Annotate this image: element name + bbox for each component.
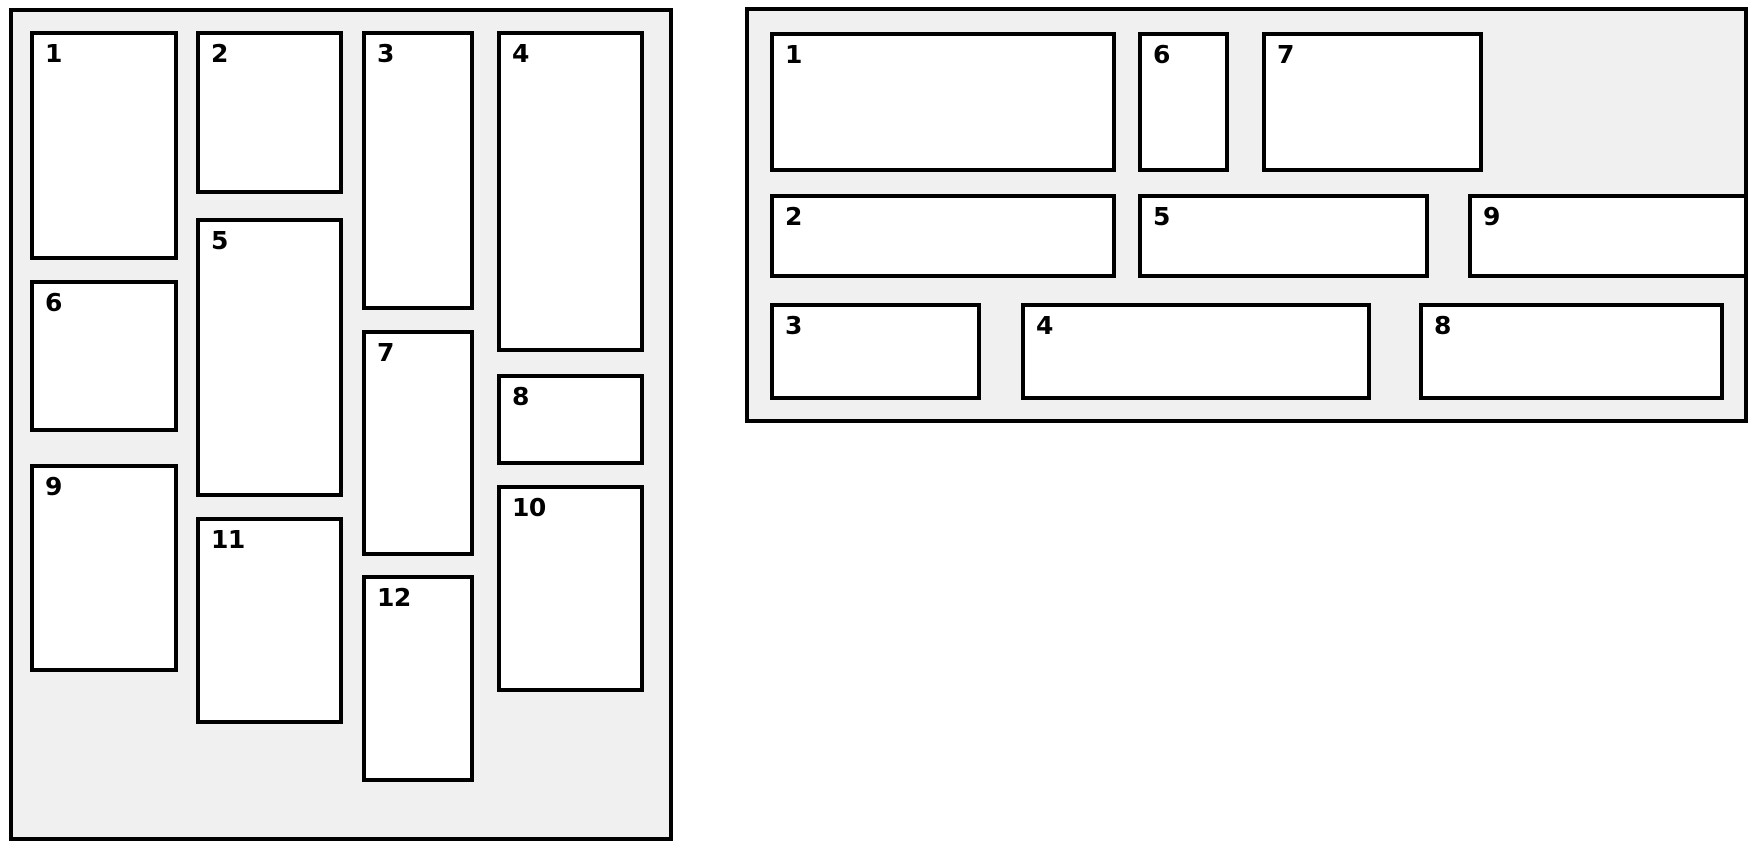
layout-box[interactable]: 9 — [30, 464, 178, 672]
layout-box-number: 7 — [377, 338, 394, 367]
layout-box-number: 11 — [211, 525, 245, 554]
layout-box-number: 4 — [1036, 311, 1053, 340]
layout-box[interactable]: 12 — [362, 575, 474, 782]
layout-box[interactable]: 6 — [1138, 32, 1229, 172]
layout-box-number: 9 — [1483, 202, 1500, 231]
layout-box-number: 8 — [1434, 311, 1451, 340]
layout-box-number: 3 — [785, 311, 802, 340]
layout-box[interactable]: 8 — [1419, 303, 1724, 400]
layout-box[interactable]: 5 — [1138, 194, 1429, 278]
layout-box[interactable]: 10 — [497, 485, 644, 692]
layout-box[interactable]: 5 — [196, 218, 343, 497]
layout-box-number: 8 — [512, 382, 529, 411]
layout-box[interactable]: 7 — [1262, 32, 1483, 172]
layout-box-number: 10 — [512, 493, 546, 522]
layout-box-number: 5 — [211, 226, 228, 255]
layout-box[interactable]: 1 — [770, 32, 1116, 172]
layout-box-number: 1 — [45, 39, 62, 68]
layout-box[interactable]: 7 — [362, 330, 474, 556]
layout-box-number: 9 — [45, 472, 62, 501]
layout-box-number: 2 — [785, 202, 802, 231]
layout-box[interactable]: 4 — [497, 31, 644, 352]
layout-box-number: 3 — [377, 39, 394, 68]
layout-box-number: 1 — [785, 40, 802, 69]
layout-box-number: 6 — [45, 288, 62, 317]
layout-box-number: 5 — [1153, 202, 1170, 231]
layout-box-number: 4 — [512, 39, 529, 68]
layout-box-number: 2 — [211, 39, 228, 68]
layout-box[interactable]: 1 — [30, 31, 178, 260]
layout-box[interactable]: 2 — [196, 31, 343, 194]
layout-box[interactable]: 3 — [362, 31, 474, 310]
layout-box[interactable]: 3 — [770, 303, 981, 400]
layout-box-number: 7 — [1277, 40, 1294, 69]
layout-box[interactable]: 6 — [30, 280, 178, 432]
layout-box[interactable]: 9 — [1468, 194, 1748, 278]
layout-box[interactable]: 8 — [497, 374, 644, 465]
layout-box[interactable]: 11 — [196, 517, 343, 724]
layout-box[interactable]: 4 — [1021, 303, 1371, 400]
layout-box-number: 12 — [377, 583, 411, 612]
layout-box[interactable]: 2 — [770, 194, 1116, 278]
layout-box-number: 6 — [1153, 40, 1170, 69]
